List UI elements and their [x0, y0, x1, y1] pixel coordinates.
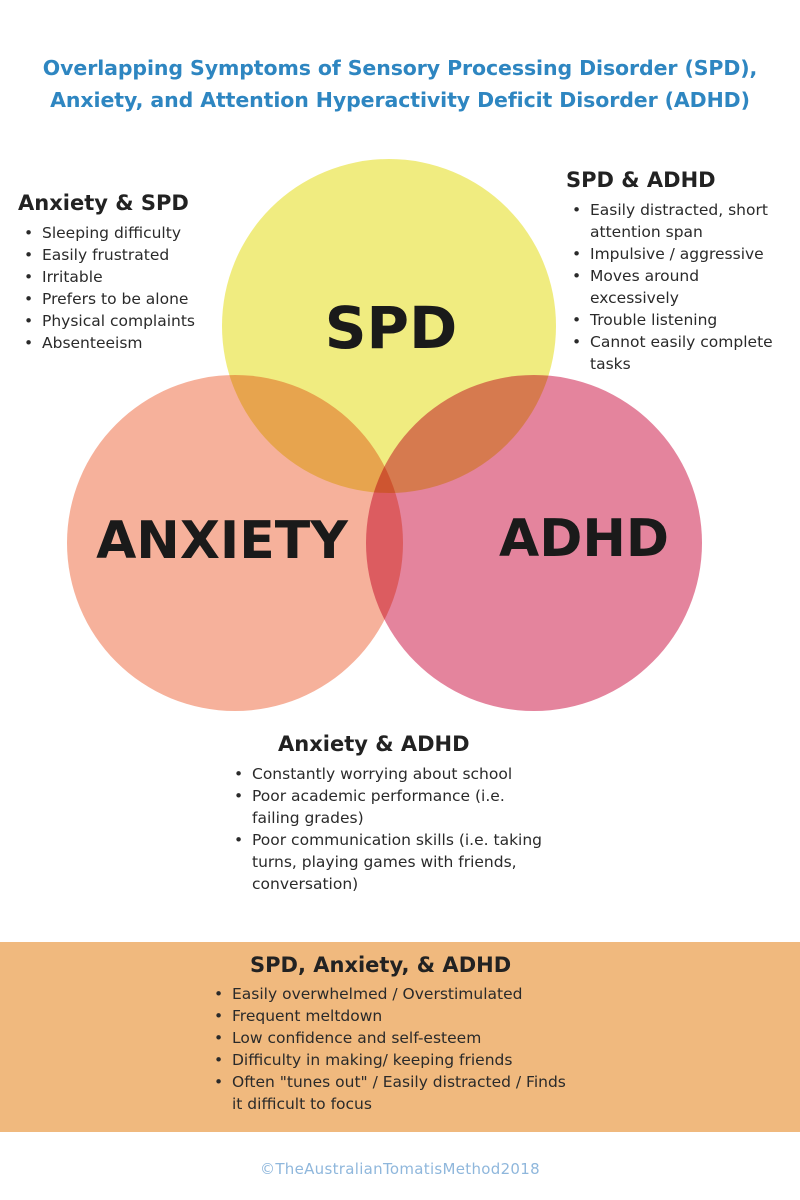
spd-adhd-group: SPD & ADHD Easily distracted, short atte… [566, 167, 786, 375]
anxiety-adhd-list: Constantly worrying about school Poor ac… [228, 763, 548, 895]
list-item: Absenteeism [24, 332, 228, 354]
anxiety-spd-group: Anxiety & SPD Sleeping difficulty Easily… [18, 190, 228, 354]
all-three-group: SPD, Anxiety, & ADHD Easily overwhelmed … [208, 952, 568, 1115]
list-item: Easily frustrated [24, 244, 228, 266]
list-item: Constantly worrying about school [234, 763, 548, 785]
list-item: Easily distracted, short attention span [572, 199, 786, 243]
list-item: Irritable [24, 266, 228, 288]
list-item: Sleeping difficulty [24, 222, 228, 244]
anxiety-adhd-group: Anxiety & ADHD Constantly worrying about… [228, 731, 548, 895]
list-item: Impulsive / aggressive [572, 243, 786, 265]
list-item: Low confidence and self-esteem [214, 1027, 568, 1049]
list-item: Poor communication skills (i.e. taking t… [234, 829, 548, 895]
spd-label: SPD [325, 294, 457, 362]
adhd-label: ADHD [499, 509, 669, 569]
spd-adhd-list: Easily distracted, short attention span … [566, 199, 786, 375]
adhd-circle [366, 375, 702, 711]
title-line-1: Overlapping Symptoms of Sensory Processi… [42, 56, 758, 80]
page-title: Overlapping Symptoms of Sensory Processi… [0, 52, 800, 116]
list-item: Frequent meltdown [214, 1005, 568, 1027]
copyright-text: ©TheAustralianTomatisMethod2018 [260, 1160, 540, 1178]
anxiety-spd-heading: Anxiety & SPD [18, 191, 189, 215]
list-item: Poor academic performance (i.e. failing … [234, 785, 548, 829]
anxiety-adhd-heading: Anxiety & ADHD [278, 732, 470, 756]
title-line-2: Anxiety, and Attention Hyperactivity Def… [50, 88, 750, 112]
spd-adhd-heading: SPD & ADHD [566, 168, 716, 192]
list-item: Cannot easily complete tasks [572, 331, 786, 375]
list-item: Easily overwhelmed / Overstimulated [214, 983, 568, 1005]
list-item: Often "tunes out" / Easily distracted / … [214, 1071, 568, 1115]
anxiety-circle [67, 375, 403, 711]
anxiety-spd-list: Sleeping difficulty Easily frustrated Ir… [18, 222, 228, 354]
all-three-heading: SPD, Anxiety, & ADHD [250, 953, 512, 977]
list-item: Trouble listening [572, 309, 786, 331]
list-item: Prefers to be alone [24, 288, 228, 310]
anxiety-label: ANXIETY [96, 511, 349, 571]
list-item: Moves around excessively [572, 265, 786, 309]
list-item: Difficulty in making/ keeping friends [214, 1049, 568, 1071]
list-item: Physical complaints [24, 310, 228, 332]
all-three-list: Easily overwhelmed / Overstimulated Freq… [208, 983, 568, 1115]
